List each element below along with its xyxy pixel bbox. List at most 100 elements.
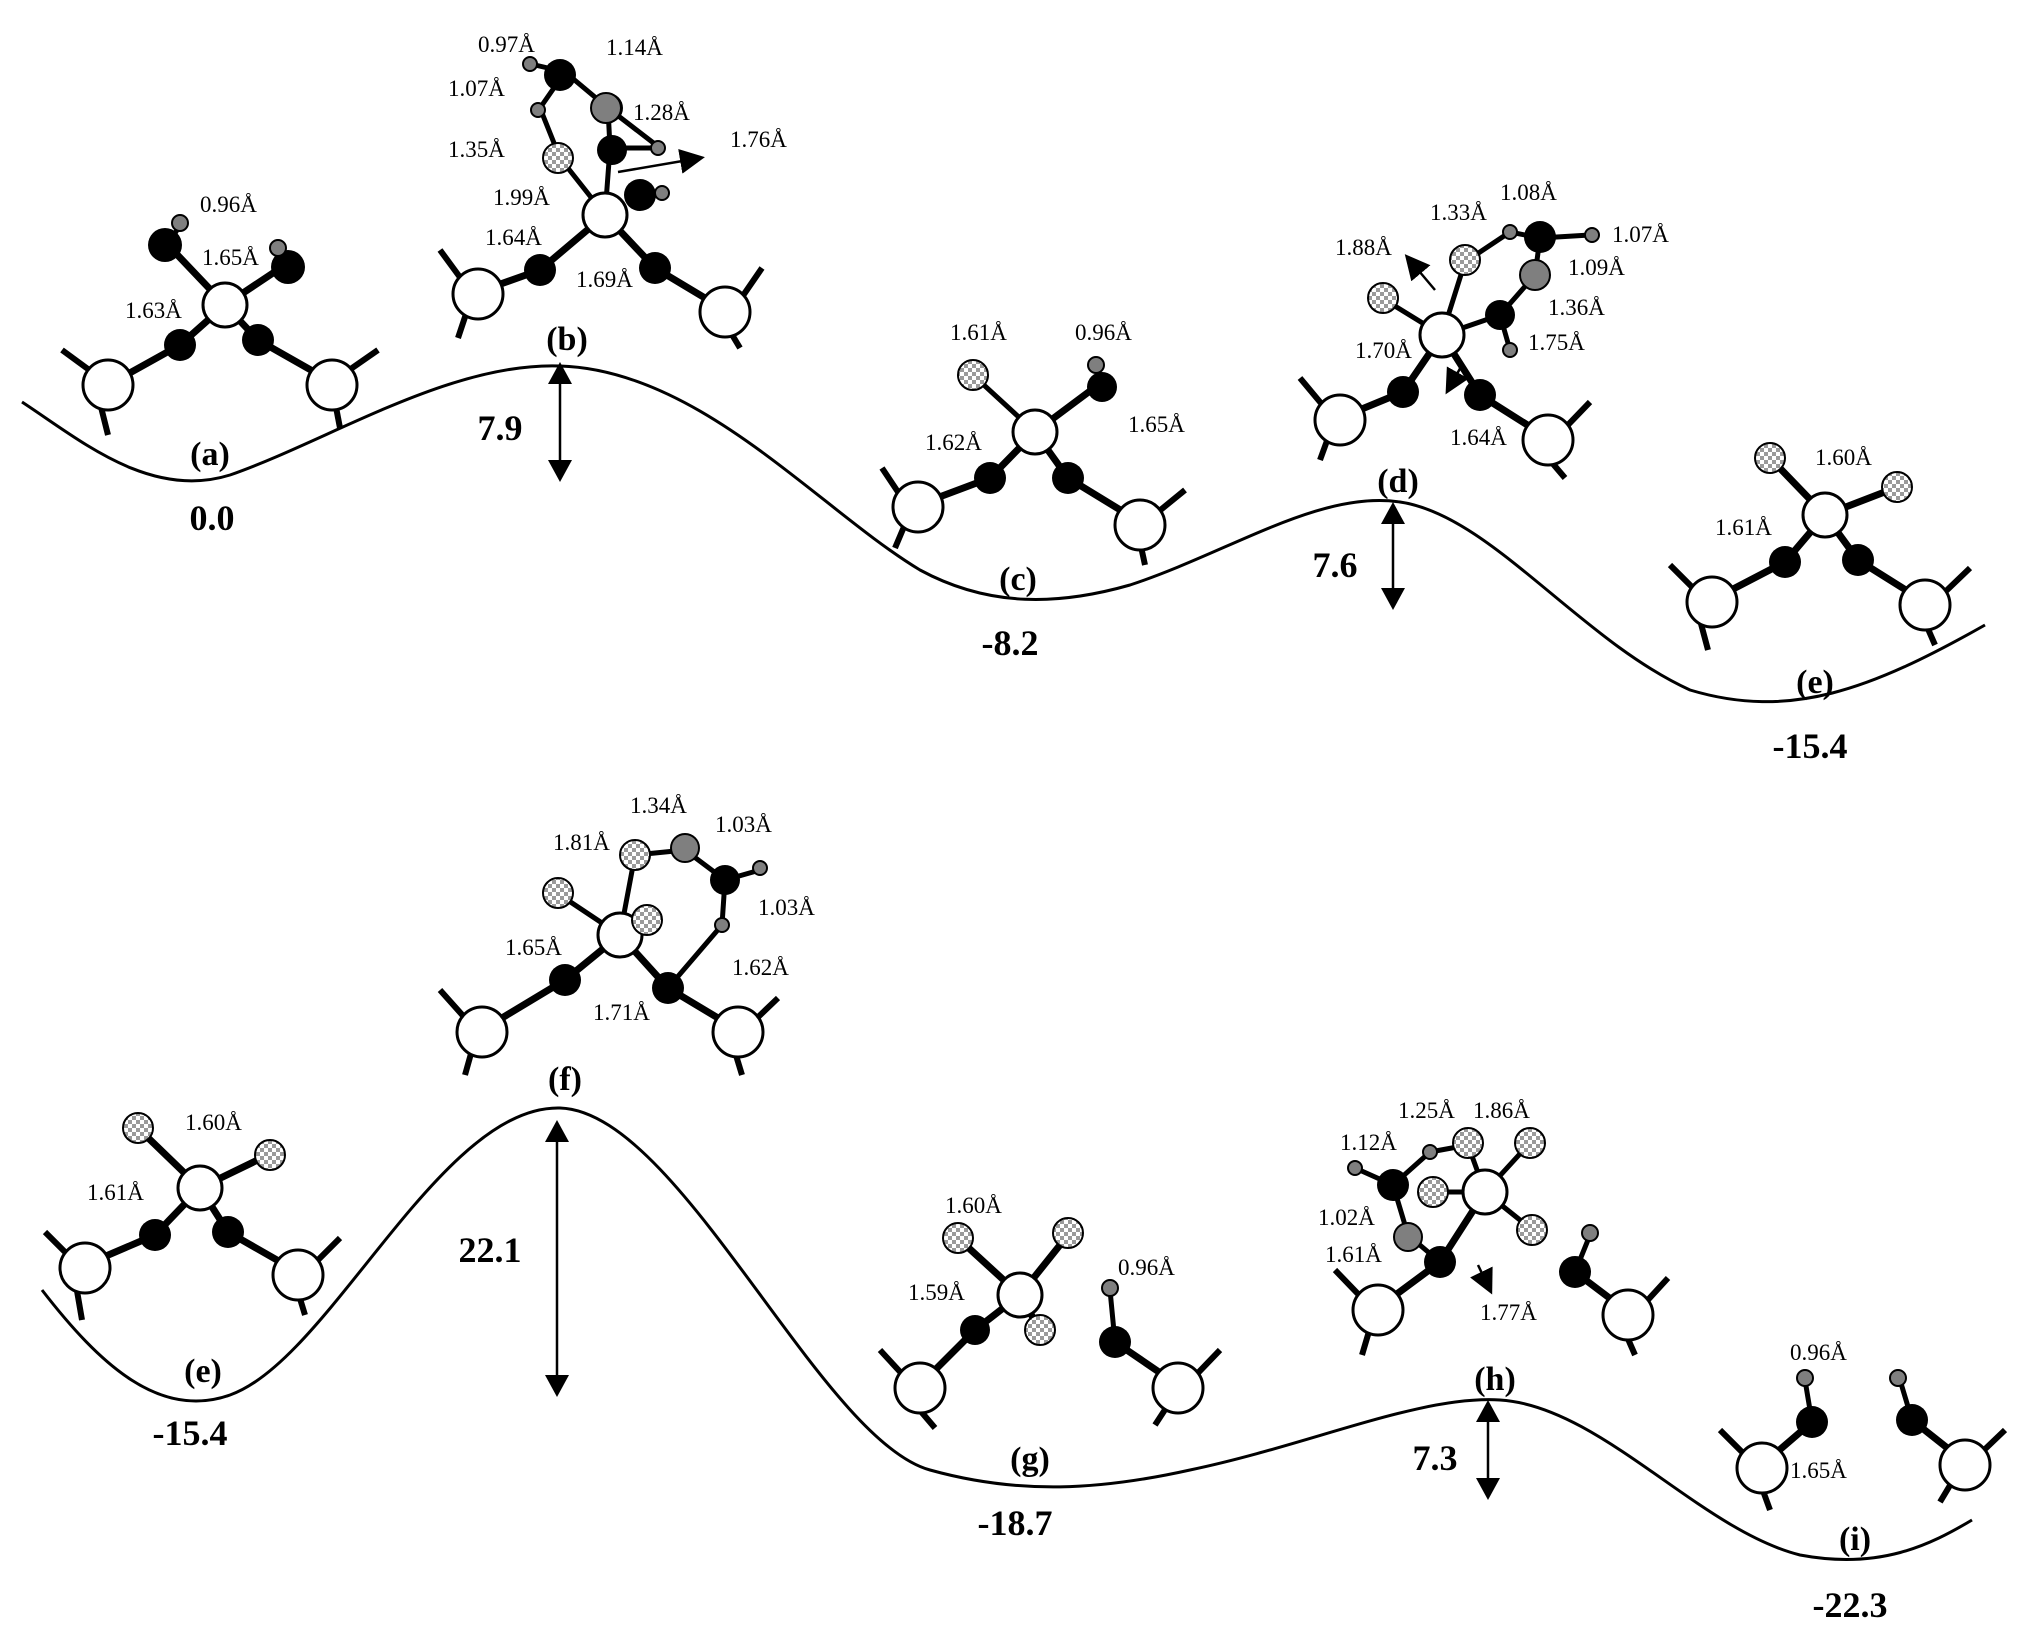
bond-length-label: 1.99Å [493, 185, 550, 210]
molecule-h: 1.25Å 1.86Å 1.12Å 1.02Å 1.61Å 1.77Å [1318, 1098, 1671, 1357]
barrier-arrow-d [1381, 502, 1405, 610]
bond-length-label: 1.08Å [1500, 180, 1557, 205]
bond-length-label: 0.96Å [1790, 1340, 1847, 1365]
white-atom [1801, 491, 1849, 539]
white-atom [1011, 408, 1059, 456]
state-energy-a: 0.0 [190, 498, 235, 538]
white-atom [1735, 1441, 1789, 1495]
white-atom [1601, 1288, 1655, 1342]
bond-length-label: 1.69Å [576, 267, 633, 292]
small-gray-atom [1584, 227, 1600, 243]
white-atom [698, 285, 752, 339]
checkered-atom [1754, 442, 1786, 474]
white-atom [455, 1005, 509, 1059]
bond-length-label: 1.62Å [925, 430, 982, 455]
black-atom [639, 252, 671, 284]
bond-length-label: 1.81Å [553, 830, 610, 855]
gray-atom [1519, 259, 1551, 291]
black-atom [1524, 221, 1556, 253]
black-atom [139, 1219, 171, 1251]
state-label-c: (c) [999, 561, 1037, 598]
barrier-arrow-b [548, 362, 572, 482]
bond-length-label: 1.76Å [730, 127, 787, 152]
white-atom [1418, 311, 1466, 359]
molecule-i: 0.96Å 1.65Å [1717, 1340, 2008, 1512]
white-atom [581, 191, 629, 239]
small-gray-atom [1581, 1224, 1599, 1242]
black-atom [1485, 300, 1515, 330]
white-atom [176, 1164, 224, 1212]
black-atom [1377, 1169, 1409, 1201]
black-atom [652, 972, 684, 1004]
bond-length-label: 0.96Å [200, 192, 257, 217]
bond-length-label: 1.61Å [1715, 515, 1772, 540]
state-label-i: (i) [1839, 1521, 1871, 1558]
barrier-arrow-f [545, 1120, 569, 1397]
checkered-atom [631, 904, 663, 936]
small-gray-atom [752, 860, 768, 876]
checkered-atom [1024, 1314, 1056, 1346]
white-atom [1938, 1438, 1992, 1492]
small-gray-atom [714, 917, 730, 933]
white-atom [305, 358, 359, 412]
white-atom [81, 358, 135, 412]
small-gray-atom [1347, 1160, 1363, 1176]
checkered-atom [1881, 471, 1913, 503]
bond-length-label: 1.64Å [485, 225, 542, 250]
small-gray-atom [1502, 224, 1518, 240]
white-atom [891, 480, 945, 534]
bond-length-label: 1.61Å [950, 320, 1007, 345]
state-energy-e-bottom: -15.4 [153, 1413, 228, 1453]
bond-length-label: 1.33Å [1430, 200, 1487, 225]
bond-length-label: 1.28Å [633, 100, 690, 125]
gray-atom [670, 833, 700, 863]
black-atom [1896, 1404, 1928, 1436]
state-label-e-bottom: (e) [184, 1353, 222, 1390]
black-atom [710, 865, 740, 895]
bond-length-label: 1.64Å [1450, 425, 1507, 450]
black-atom [1842, 544, 1874, 576]
white-atom [271, 1248, 325, 1302]
checkered-atom [1516, 1214, 1548, 1246]
black-atom [164, 329, 196, 361]
bond-length-label: 1.12Å [1340, 1130, 1397, 1155]
black-atom [212, 1216, 244, 1248]
black-atom [1099, 1326, 1131, 1358]
black-atom [597, 135, 627, 165]
state-label-d: (d) [1377, 463, 1419, 500]
checkered-atom [542, 877, 574, 909]
gray-atom [590, 92, 622, 124]
barrier-arrow-h [1476, 1400, 1500, 1500]
black-atom [1769, 546, 1801, 578]
black-atom [624, 179, 656, 211]
bond-length-label: 0.96Å [1118, 1255, 1175, 1280]
black-atom [148, 228, 182, 262]
bond-length-label: 1.75Å [1528, 330, 1585, 355]
white-atom [996, 1271, 1044, 1319]
white-atom [1685, 575, 1739, 629]
checkered-atom [957, 359, 989, 391]
bottom-panel: (e) -15.4 (f) 22.1 (g) -18.7 (h) 7.3 (i)… [40, 793, 2008, 1625]
gray-atom [1393, 1222, 1423, 1252]
small-gray-atom [171, 214, 189, 232]
black-atom [974, 462, 1006, 494]
bond-length-label: 1.07Å [448, 76, 505, 101]
bond-length-label: 1.02Å [1318, 1205, 1375, 1230]
small-gray-atom [522, 56, 538, 72]
black-atom [549, 964, 581, 996]
bond-length-label: 1.63Å [125, 298, 182, 323]
small-gray-atom [1101, 1279, 1119, 1297]
black-atom [1424, 1246, 1456, 1278]
barrier-energy-f: 22.1 [459, 1230, 522, 1270]
bond-length-label: 1.77Å [1480, 1300, 1537, 1325]
bond-length-label: 1.65Å [505, 935, 562, 960]
black-atom [960, 1315, 990, 1345]
checkered-atom [1449, 244, 1481, 276]
white-atom [893, 1361, 947, 1415]
state-label-b: (b) [546, 321, 588, 358]
white-atom [1351, 1283, 1405, 1337]
white-atom [201, 281, 249, 329]
white-atom [711, 1005, 765, 1059]
state-label-f: (f) [548, 1061, 582, 1098]
